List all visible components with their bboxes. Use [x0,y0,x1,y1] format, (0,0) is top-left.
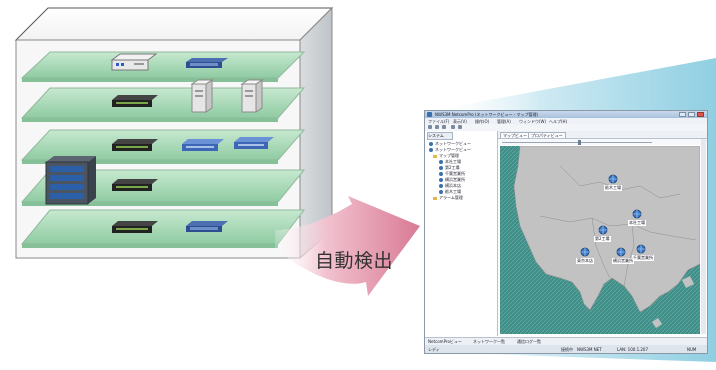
toolbar-button-icon[interactable] [451,125,455,129]
app-icon [427,112,432,117]
tree-item[interactable]: 本社工場 [439,159,461,165]
switch-black-device [112,95,158,107]
island [652,318,662,328]
maximize-button[interactable] [688,112,695,117]
boundary-line [539,215,697,241]
main-tabbar: マップビュー プロパティビュー [498,131,707,139]
node-label: 第2工場 [594,236,611,242]
alarm-folder-icon [433,196,437,200]
node-label: 横浜営業所 [612,258,634,264]
node-icon [439,178,443,182]
vertical-scrollbar[interactable] [701,139,706,334]
tree-item[interactable]: アラーム管理 [433,195,463,201]
node-globe-icon[interactable] [598,225,608,235]
status-bar: レディ 接続中 NWS3M NET LAN: 100.1.207 NUM [425,345,707,353]
tree-item[interactable]: 第2工場 [439,165,460,171]
tab-netcompro-view[interactable]: NetcomProビュー [428,339,462,344]
floor-1 [20,51,306,82]
app-window-screenshot: NWS3M NetcomPro (ネットワークビュー - マップ管理) ファイル… [424,110,708,354]
server-tower-icon [240,79,264,113]
tree-item[interactable]: 横浜本店 [439,183,461,189]
node-globe-icon[interactable] [636,244,646,254]
node-globe-icon[interactable] [632,209,642,219]
floor-5 [20,209,306,248]
switch-blue-device [234,137,274,149]
node-icon [439,166,443,170]
tree-item[interactable]: ネットワークビュー [429,147,471,153]
status-num: NUM [687,347,697,352]
node-icon [439,160,443,164]
tree-item[interactable]: ネットワークビュー [429,141,471,147]
bottom-tabbar: NetcomProビュー ネットワーク一覧 通信ログ一覧 [425,337,707,345]
tree-item[interactable]: マップ管理 [433,153,459,159]
toolbar-button-icon[interactable] [428,125,432,129]
tree-item[interactable]: 横浜営業所 [439,177,465,183]
close-button[interactable] [697,112,704,117]
minimize-button[interactable] [679,112,686,117]
tree-item[interactable]: 千葉営業所 [439,171,465,177]
menu-help[interactable]: ヘルプ(H) [549,119,568,124]
map-panel: マップビュー プロパティビュー [498,131,707,336]
menu-operation[interactable]: 操作(O) [475,119,490,124]
window-title: NWS3M NetcomPro (ネットワークビュー - マップ管理) [435,112,539,117]
menu-file[interactable]: ファイル(F) [428,119,450,124]
status-lan: LAN: 100.1.207 [617,347,649,352]
toolbar-button-icon[interactable] [442,125,446,129]
status-ready: レディ [428,347,440,352]
server-tower-icon [190,79,214,113]
folder-icon [433,154,437,158]
menu-manage[interactable]: 管理(A) [497,119,511,124]
node-globe-icon[interactable] [580,247,590,257]
zoom-track [502,142,652,143]
switch-black-device [112,179,158,191]
node-label: 千葉営業所 [632,255,654,261]
toolbar-button-icon[interactable] [435,125,439,129]
window-titlebar: NWS3M NetcomPro (ネットワークビュー - マップ管理) [425,111,707,118]
node-label: 東京本店 [576,258,594,264]
node-globe-icon[interactable] [608,174,618,184]
boundary-line [591,217,611,279]
tab-comm-log-list[interactable]: 通信ログ一覧 [517,339,541,344]
floor-3 [20,129,306,164]
node-label: 栃木工場 [604,185,622,191]
island [682,276,694,288]
tree-panel: システム ネットワークビュー ネットワークビュー マップ管理 本社工場 第2工場… [425,131,498,336]
building-roof [14,7,334,41]
boundary-line [623,223,635,287]
router-white-device [110,53,158,71]
tab-network-list[interactable]: ネットワーク一覧 [473,339,505,344]
zoom-handle[interactable] [578,140,581,145]
switch-blue-device [182,139,224,151]
detection-arrow [275,196,420,296]
node-icon [439,190,443,194]
switch-black-device [112,139,158,151]
zoom-slider[interactable] [498,139,707,145]
node-icon [439,172,443,176]
node-icon [439,184,443,188]
status-host: NWS3M NET [577,347,602,352]
switch-blue-device [186,221,228,232]
toolbar-button-icon[interactable] [458,125,462,129]
tab-map-view[interactable]: マップビュー [500,132,530,138]
menu-window[interactable]: ウィンドウ(W) [519,119,547,124]
node-label: 本社工場 [628,220,646,226]
tree-item[interactable]: 栃木工場 [439,189,461,195]
chassis-switch-device [45,156,96,205]
switch-black-device [112,221,158,233]
tree-tab[interactable]: システム [427,132,453,140]
network-icon [429,148,433,152]
node-globe-icon[interactable] [616,247,626,257]
switch-blue-device [186,58,228,68]
auto-detect-label: 自動検出 [315,250,394,272]
status-connection: 接続中 [561,347,573,352]
menu-view[interactable]: 表示(V) [453,119,467,124]
floor-2 [20,87,306,122]
tab-property-view[interactable]: プロパティビュー [528,132,566,138]
network-icon [429,142,433,146]
